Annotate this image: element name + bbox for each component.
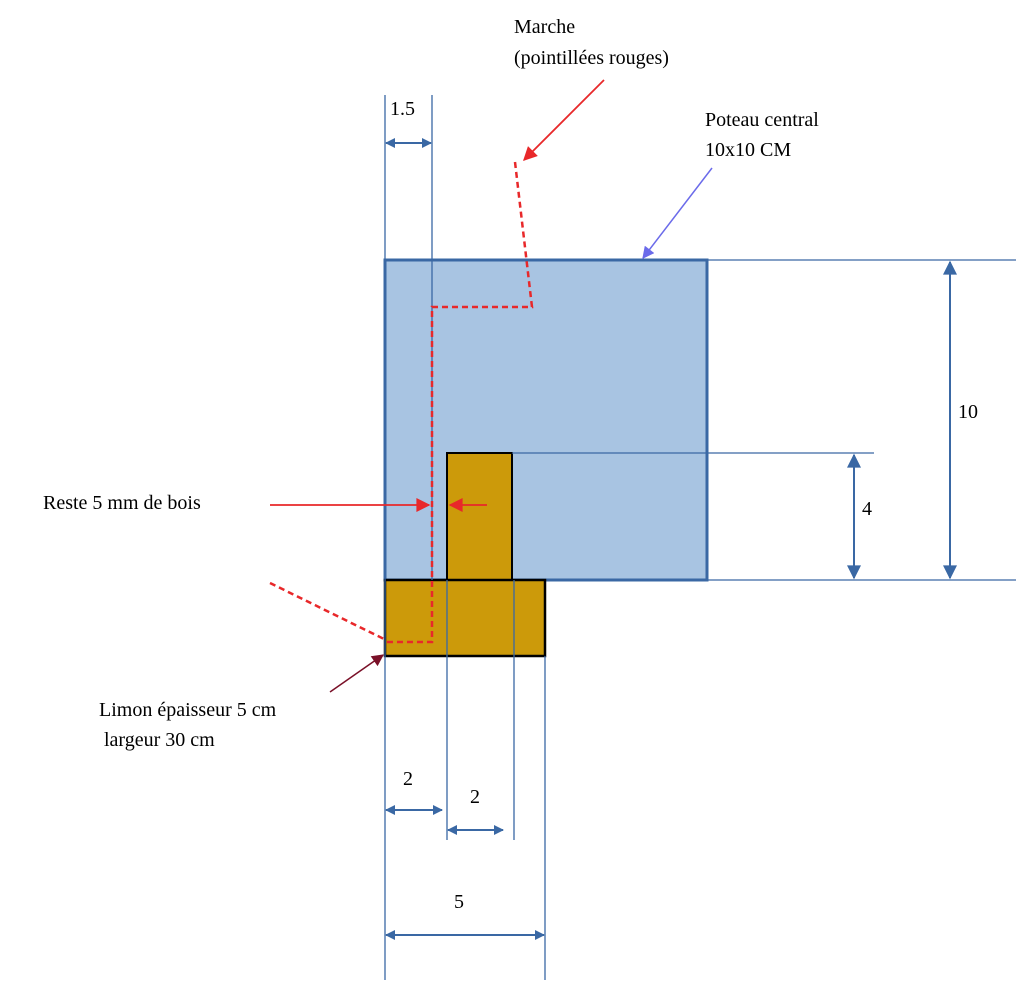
poteau-label-line1: Poteau central	[705, 109, 819, 131]
dim-label-height-tenon: 4	[862, 498, 872, 520]
reste-label: Reste 5 mm de bois	[43, 492, 201, 514]
dim-label-bottom-total: 5	[454, 891, 464, 913]
marche-pointer-arrow	[523, 79, 605, 161]
limon-pointer-arrow	[329, 654, 384, 693]
dim-label-bottom-left: 2	[403, 768, 413, 790]
marche-dashed-lines	[269, 161, 534, 644]
dim-label-top-width: 1.5	[390, 98, 415, 120]
central-post	[383, 258, 709, 582]
dim-label-height-total: 10	[958, 401, 978, 423]
limon	[383, 578, 547, 658]
limon-label-line1: Limon épaisseur 5 cm	[99, 699, 277, 721]
poteau-pointer-arrow	[642, 167, 713, 259]
marche-label-line1: Marche	[514, 16, 575, 38]
limon-label-line2: largeur 30 cm	[104, 729, 215, 751]
poteau-label-line2: 10x10 CM	[705, 139, 791, 161]
dimension-arrows	[385, 138, 957, 940]
tenon	[446, 452, 513, 581]
dim-label-bottom-mid: 2	[470, 786, 480, 808]
marche-label-line2: (pointillées rouges)	[514, 47, 669, 69]
extension-lines	[384, 95, 1016, 980]
